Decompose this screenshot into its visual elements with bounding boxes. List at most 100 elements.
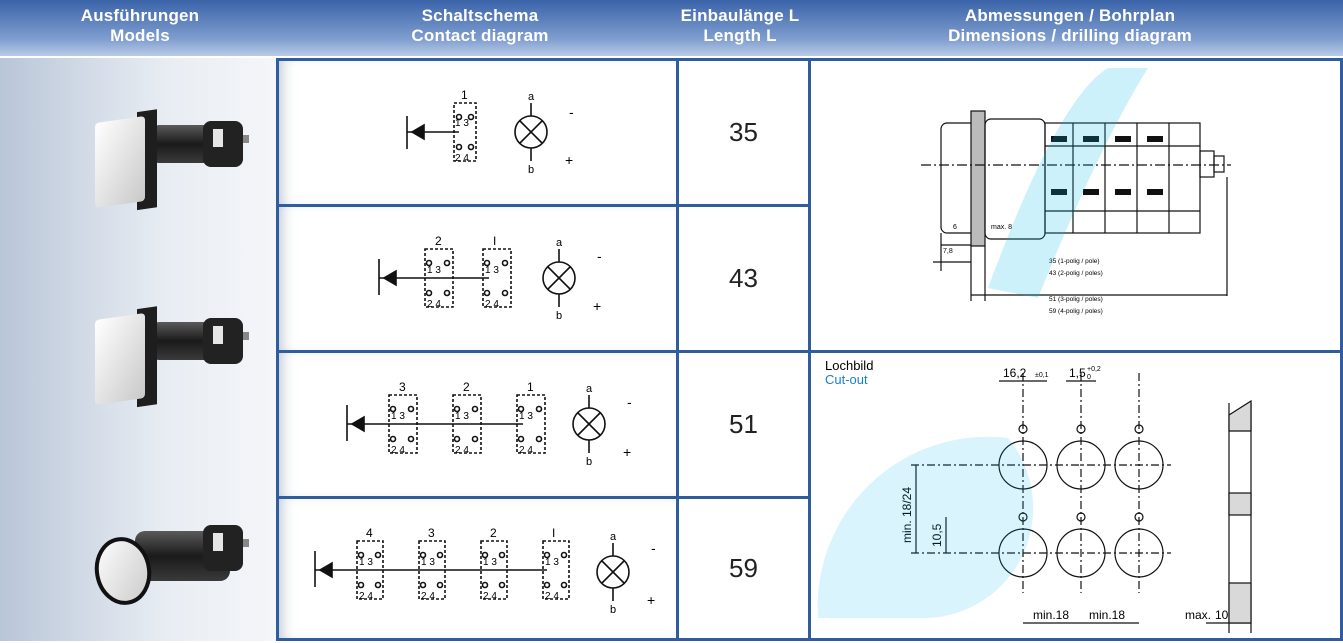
pin-top-label: 1 3 (545, 557, 559, 568)
contact-cell-1: 1 1 3 2 4 a b - + (276, 58, 679, 207)
cutout-w-tol: ±0,1 (1035, 372, 1049, 379)
cutout-cell: Lochbild Cut-out 16,2 ±0,1 1,5 +0,2 0 mi… (808, 350, 1343, 641)
lamp-b-label: b (586, 456, 592, 468)
lamp-plus-label: + (623, 444, 631, 460)
pin-top-label: 1 3 (455, 118, 469, 129)
cutout-h2: min.18 (1089, 608, 1125, 622)
pole-label-2-2: I (493, 234, 496, 248)
lamp-plus-label: + (565, 152, 573, 168)
header-length-en: Length L (703, 26, 777, 45)
lamp-plus-label: + (593, 298, 601, 314)
pin-top-label: 1 3 (421, 557, 435, 568)
pin-bottom-label: 2 4 (359, 591, 373, 602)
cutout-label-de: Lochbild (825, 358, 873, 373)
header-models-en: Models (110, 26, 170, 45)
dim-line-51: 51 (3-polig / poles) (1049, 296, 1103, 303)
product-image-round (94, 525, 249, 605)
cutout-t-tol-up: +0,2 (1087, 366, 1101, 373)
lamp-b-label: b (528, 164, 534, 176)
lamp-a-label: a (586, 383, 593, 395)
header-models: Ausführungen Models (40, 6, 240, 46)
lamp-b-label: b (556, 310, 562, 322)
cutout-t: 1,5 (1069, 366, 1086, 380)
dimensions-drawing: 6 max. 8 7,8 35 (1-polig / pole) 43 (2-p… (921, 110, 1231, 315)
pole-label-3-1: 3 (399, 380, 406, 394)
length-cell-4: 59 (676, 496, 811, 641)
dim-line-59: 59 (4-polig / poles) (1049, 308, 1103, 315)
lamp-a-label: a (556, 237, 563, 249)
length-cell-1: 35 (676, 58, 811, 207)
length-value: 43 (729, 263, 758, 293)
cutout-h1: min.18 (1033, 608, 1069, 622)
pin-top-label: 1 3 (427, 265, 441, 276)
cutout-label-en: Cut-out (825, 372, 868, 387)
dim-line-43: 43 (2-polig / poles) (1049, 270, 1103, 277)
contact-cell-4: 4 3 2 I 1 3 2 4 1 3 2 4 1 3 2 4 1 3 2 4 … (276, 496, 679, 641)
pole-label-3-3: 1 (527, 380, 534, 394)
pole-label-1-1: 1 (461, 88, 468, 102)
length-value: 35 (729, 117, 758, 147)
product-images (94, 109, 249, 605)
pin-bottom-label: 2 4 (519, 445, 533, 456)
pin-bottom-label: 2 4 (545, 591, 559, 602)
cutout-max: 10 (1215, 608, 1229, 622)
header-models-de: Ausführungen (80, 6, 200, 25)
lamp-a-label: a (528, 91, 535, 103)
cutout-v2: 10,5 (930, 523, 944, 547)
pole-label-2-1: 2 (435, 234, 442, 248)
contact-diagram-4: 4 3 2 I 1 3 2 4 1 3 2 4 1 3 2 4 1 3 2 4 … (314, 526, 656, 616)
dimensions-cell: 6 max. 8 7,8 35 (1-polig / pole) 43 (2-p… (808, 58, 1343, 353)
pin-top-label: 1 3 (485, 265, 499, 276)
length-value: 59 (729, 553, 758, 583)
dim-7-8: 7,8 (943, 248, 953, 255)
pin-top-label: 1 3 (519, 411, 533, 422)
lamp-a-label: a (610, 531, 617, 543)
pole-label-4-2: 3 (428, 526, 435, 540)
header-contact-de: Schaltschema (421, 6, 539, 25)
header-dimensions-de: Abmessungen / Bohrplan (964, 6, 1176, 25)
lamp-plus-label: + (647, 592, 655, 608)
pin-bottom-label: 2 4 (421, 591, 435, 602)
pin-top-label: 1 3 (455, 411, 469, 422)
lamp-minus-label: - (651, 540, 656, 556)
header-contact-en: Contact diagram (411, 26, 549, 45)
contact-diagram-2: 2 I 1 3 2 4 1 3 2 4 a b - + (378, 234, 602, 322)
length-cell-2: 43 (676, 204, 811, 353)
header-length: Einbaulänge L Length L (660, 6, 820, 46)
contact-cell-3: 3 2 1 1 3 2 4 1 3 2 4 1 3 2 4 a b - + (276, 350, 679, 499)
header-dimensions: Abmessungen / Bohrplan Dimensions / dril… (860, 6, 1280, 46)
pin-bottom-label: 2 4 (455, 153, 469, 164)
dim-line-35: 35 (1-polig / pole) (1049, 258, 1100, 265)
pin-bottom-label: 2 4 (427, 299, 441, 310)
cutout-drawing: Lochbild Cut-out 16,2 ±0,1 1,5 +0,2 0 mi… (825, 358, 1252, 633)
pin-bottom-label: 2 4 (483, 591, 497, 602)
lamp-minus-label: - (627, 394, 632, 410)
contact-cell-2: 2 I 1 3 2 4 1 3 2 4 a b - + (276, 204, 679, 353)
contact-diagram-3: 3 2 1 1 3 2 4 1 3 2 4 1 3 2 4 a b - + (346, 380, 632, 468)
pole-label-4-4: I (552, 526, 555, 540)
lamp-b-label: b (610, 604, 616, 616)
header-dimensions-en: Dimensions / drilling diagram (948, 26, 1192, 45)
table-header: Ausführungen Models Schaltschema Contact… (0, 0, 1343, 56)
cutout-v: min. 18/24 (900, 487, 914, 543)
dim-max8: max. 8 (991, 224, 1012, 231)
pole-label-4-3: 2 (490, 526, 497, 540)
cutout-max-label: max. (1185, 608, 1211, 622)
dim-6: 6 (953, 224, 957, 231)
lamp-minus-label: - (569, 104, 574, 120)
length-cell-3: 51 (676, 350, 811, 499)
pole-label-3-2: 2 (463, 380, 470, 394)
pin-bottom-label: 2 4 (485, 299, 499, 310)
contact-diagram-1: 1 1 3 2 4 a b - + (406, 88, 574, 176)
pin-top-label: 1 3 (359, 557, 373, 568)
cutout-w: 16,2 (1003, 366, 1027, 380)
pin-bottom-label: 2 4 (455, 445, 469, 456)
header-length-de: Einbaulänge L (680, 6, 800, 25)
product-image-square-1 (95, 109, 249, 211)
pin-top-label: 1 3 (483, 557, 497, 568)
product-image-square-2 (95, 306, 249, 408)
cutout-t-tol-dn: 0 (1087, 374, 1091, 381)
pole-label-4-1: 4 (366, 526, 373, 540)
pin-bottom-label: 2 4 (391, 445, 405, 456)
pin-top-label: 1 3 (391, 411, 405, 422)
